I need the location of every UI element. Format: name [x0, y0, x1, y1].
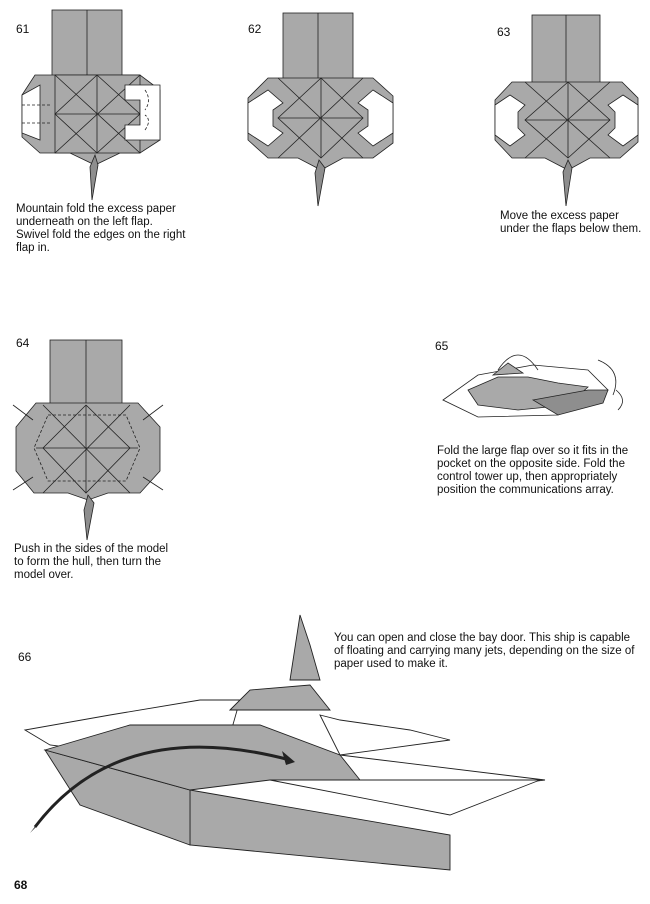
step-66-diagram	[20, 605, 560, 880]
step-64-caption: Push in the sides of the model to form t…	[14, 543, 214, 582]
step-62-diagram	[243, 8, 413, 208]
step-61-caption: Mountain fold the excess paper underneat…	[16, 203, 226, 255]
step-65-diagram	[438, 345, 648, 430]
step-61-diagram	[10, 5, 180, 205]
step-63-diagram	[490, 10, 650, 210]
step-63-caption: Move the excess paper under the flaps be…	[500, 210, 650, 236]
step-64-diagram	[8, 335, 173, 545]
page-number: 68	[14, 878, 27, 892]
step-65-caption: Fold the large flap over so it fits in t…	[437, 445, 647, 497]
